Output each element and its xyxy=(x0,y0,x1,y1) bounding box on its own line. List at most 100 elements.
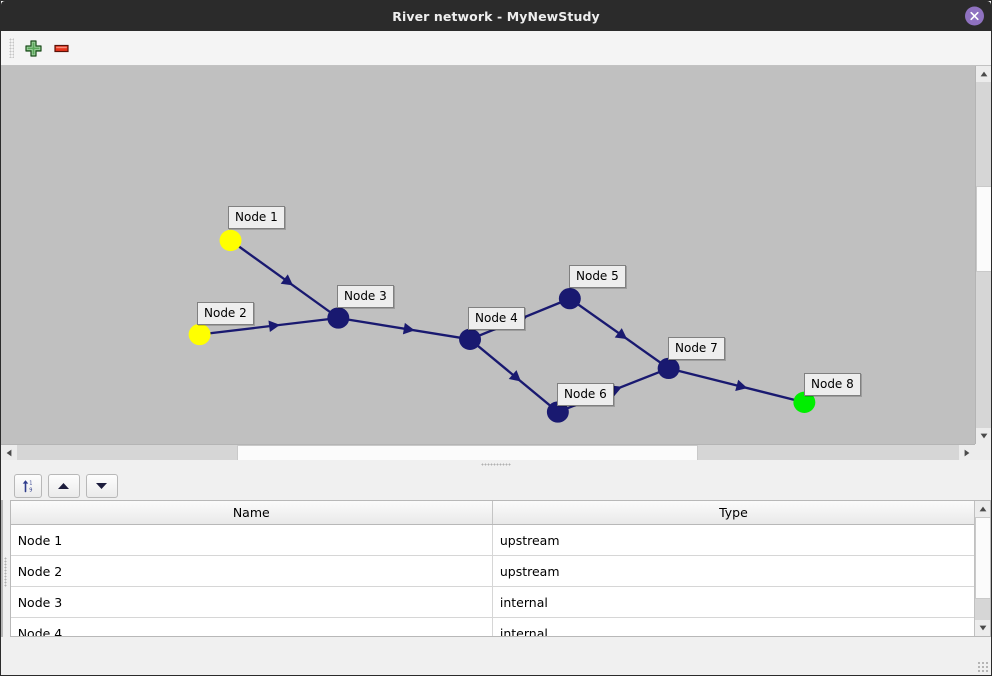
table-cell[interactable]: Node 4 xyxy=(10,617,493,636)
column-header-name[interactable]: Name xyxy=(10,501,493,525)
branch-panel-footer xyxy=(1,637,2,675)
svg-text:1: 1 xyxy=(29,481,32,487)
branch-panel: 1 9 xyxy=(1,469,63,675)
remove-node-button[interactable] xyxy=(47,34,75,62)
graph-node[interactable] xyxy=(558,287,581,310)
branch-scroll-down-button[interactable] xyxy=(1,620,3,636)
bottom-region: 1 9 xyxy=(1,469,992,675)
triangle-down-icon xyxy=(979,625,987,631)
graph-node-label[interactable]: Node 1 xyxy=(228,206,285,229)
node-panel-footer xyxy=(9,637,992,675)
canvas-horizontal-scroll-thumb[interactable] xyxy=(237,445,698,460)
graph-node-label[interactable]: Node 8 xyxy=(804,373,861,396)
graph-node[interactable] xyxy=(327,307,350,329)
graph-node-label[interactable]: Node 3 xyxy=(337,285,394,308)
graph-node[interactable] xyxy=(188,323,211,346)
graph-node-label[interactable]: Node 2 xyxy=(197,302,254,325)
graph-node-label[interactable]: Node 5 xyxy=(569,265,626,288)
edge-arrow-icon xyxy=(735,379,748,392)
graph-node[interactable] xyxy=(657,357,680,380)
close-button[interactable] xyxy=(965,6,984,26)
column-header-type[interactable]: Type xyxy=(492,501,975,525)
toolbar-grip[interactable] xyxy=(9,38,14,58)
edge-line xyxy=(199,316,339,336)
branch-scroll-up-button[interactable] xyxy=(1,501,3,517)
node-move-up-button[interactable] xyxy=(47,474,80,498)
scrollbar-corner xyxy=(975,444,991,460)
edge-arrow-icon xyxy=(508,370,521,382)
edge-arrow-icon xyxy=(280,274,294,286)
node-scroll-down-button[interactable] xyxy=(975,620,991,636)
edge-arrow-icon xyxy=(402,322,415,335)
edge-arrow-icon xyxy=(268,320,281,332)
add-node-button[interactable] xyxy=(19,34,47,62)
scroll-down-button[interactable] xyxy=(976,428,991,444)
close-icon xyxy=(970,11,979,21)
scroll-up-button[interactable] xyxy=(976,66,991,82)
svg-text:9: 9 xyxy=(29,487,32,493)
canvas-vertical-scrollbar[interactable] xyxy=(975,66,991,444)
node-scroll-up-button[interactable] xyxy=(975,501,991,517)
graph-node-label[interactable]: Node 7 xyxy=(668,337,725,360)
network-canvas[interactable]: Node 1 Node 2 Node 3 Node 4 Node 5 Node 6 Node… xyxy=(1,66,991,460)
node-move-down-button[interactable] xyxy=(85,474,118,498)
network-drawing-area[interactable]: Node 1 Node 2 Node 3 Node 4 Node 5 Node 6 Node… xyxy=(1,66,975,444)
vertical-splitter[interactable] xyxy=(1,469,10,675)
triangle-down-icon xyxy=(96,483,108,489)
triangle-left-icon xyxy=(6,449,12,457)
window-resize-grip[interactable] xyxy=(977,661,989,672)
edge-arrow-icon xyxy=(614,328,628,340)
scroll-right-button[interactable] xyxy=(959,445,975,460)
triangle-up-icon xyxy=(979,506,987,512)
edge[interactable] xyxy=(199,316,339,336)
table-cell[interactable]: Node 1 xyxy=(10,524,493,556)
triangle-up-icon xyxy=(58,483,70,489)
branch-scroll-thumb[interactable] xyxy=(1,517,3,599)
triangle-down-icon xyxy=(980,433,988,439)
node-panel-toolbar: 1 9 xyxy=(9,469,992,500)
edge[interactable] xyxy=(469,338,559,413)
graph-node-label[interactable]: Node 6 xyxy=(557,383,614,406)
graph-node-label[interactable]: Node 4 xyxy=(468,307,525,330)
table-cell[interactable]: Node 3 xyxy=(10,586,493,618)
sort-ascending-icon: 1 9 xyxy=(22,480,32,493)
edge[interactable] xyxy=(229,239,340,319)
edge[interactable] xyxy=(668,367,805,404)
graph-node[interactable] xyxy=(793,391,816,413)
node-scroll-thumb[interactable] xyxy=(975,517,991,599)
table-cell[interactable]: upstream xyxy=(492,524,975,556)
title-bar: River network - MyNewStudy xyxy=(1,1,991,31)
main-toolbar xyxy=(1,31,991,66)
table-cell[interactable]: Node 2 xyxy=(10,555,493,587)
horizontal-splitter[interactable] xyxy=(1,460,991,469)
triangle-right-icon xyxy=(964,449,970,457)
edge-line xyxy=(668,367,805,404)
node-table-scrollbar[interactable] xyxy=(974,501,991,636)
node-sort-button[interactable]: 1 9 xyxy=(13,474,42,498)
canvas-horizontal-scrollbar[interactable] xyxy=(1,444,975,460)
table-cell[interactable]: internal xyxy=(492,617,975,636)
graph-node[interactable] xyxy=(546,401,569,423)
table-cell[interactable]: internal xyxy=(492,586,975,618)
window-title: River network - MyNewStudy xyxy=(392,8,600,24)
edge[interactable] xyxy=(338,316,471,341)
splitter-grip-icon xyxy=(481,463,511,466)
table-cell[interactable]: upstream xyxy=(492,555,975,587)
node-layer xyxy=(188,229,816,423)
graph-node[interactable] xyxy=(459,328,482,350)
edge[interactable] xyxy=(569,297,670,370)
scroll-left-button[interactable] xyxy=(1,445,17,460)
branch-table-scrollbar[interactable] xyxy=(1,501,2,636)
graph-node[interactable] xyxy=(219,229,242,252)
canvas-vertical-scroll-thumb[interactable] xyxy=(976,186,991,272)
